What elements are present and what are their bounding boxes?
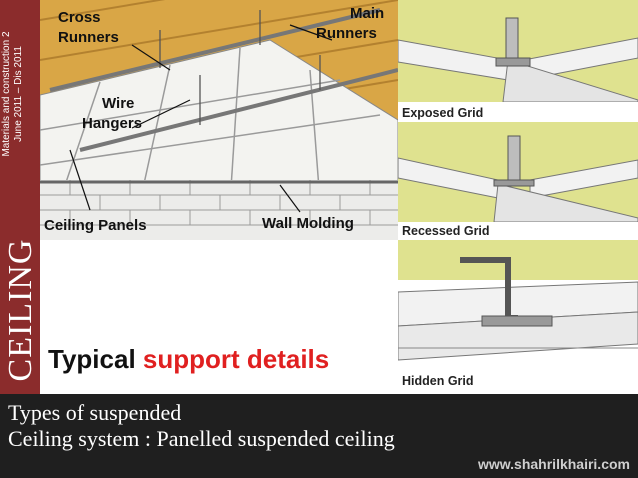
caption-line-2: Ceiling system : Panelled suspended ceil… xyxy=(8,426,395,451)
label-recessed-grid: Recessed Grid xyxy=(402,224,490,238)
label-main-runners: Main xyxy=(350,5,384,22)
label-wire-hangers-2: Hangers xyxy=(82,115,142,132)
sidebar: Materials and construction 2 June 2011 –… xyxy=(0,0,40,394)
label-ceiling-panels: Ceiling Panels xyxy=(44,217,147,234)
slide-topic: CEILING xyxy=(2,238,39,382)
course-dates: June 2011 – Dis 2011 xyxy=(13,46,24,142)
caption-line-1: Types of suspended xyxy=(8,400,182,425)
support-details-heading: Typical support details xyxy=(48,344,329,375)
caption-bar: Types of suspended Ceiling system : Pane… xyxy=(0,394,638,478)
course-info: Materials and construction 2 June 2011 –… xyxy=(1,17,37,171)
label-main-runners-2: Runners xyxy=(316,25,377,42)
recessed-grid-diagram xyxy=(398,122,638,222)
label-wall-molding: Wall Molding xyxy=(262,215,354,232)
heading-typical: Typical xyxy=(48,344,143,374)
label-exposed-grid: Exposed Grid xyxy=(402,106,484,120)
course-name: Materials and construction 2 xyxy=(1,31,12,157)
label-cross-runners-2: Runners xyxy=(58,29,119,46)
exposed-grid-diagram xyxy=(398,0,638,102)
heading-support-details: support details xyxy=(142,344,330,374)
label-cross-runners: Cross xyxy=(58,9,101,26)
hidden-grid-diagram xyxy=(398,240,638,394)
label-wire-hangers: Wire xyxy=(102,95,134,112)
suspended-ceiling-illustration: Cross Runners Main Runners Wire Hangers … xyxy=(39,0,399,240)
label-hidden-grid: Hidden Grid xyxy=(402,374,474,388)
website-url: www.shahrilkhairi.com xyxy=(478,456,630,472)
grid-details-panel: Exposed Grid Recessed Grid Hidden Grid xyxy=(398,0,638,394)
